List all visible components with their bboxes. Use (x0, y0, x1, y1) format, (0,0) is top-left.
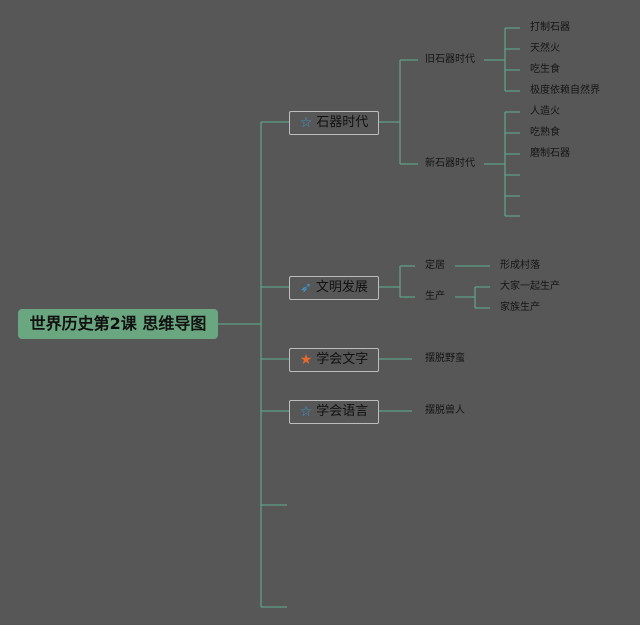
star-outline-icon: ☆ (299, 115, 313, 131)
subtopic-settle[interactable]: 定居 (425, 260, 445, 271)
subtopic-language[interactable]: 摆脱兽人 (425, 405, 465, 416)
leaf-node[interactable]: 吃生食 (530, 64, 560, 75)
topic-writing[interactable]: ★ 学会文字 (289, 348, 379, 372)
topic-label: 学会文字 (316, 352, 369, 367)
subtopic-paleolithic[interactable]: 旧石器时代 (425, 54, 475, 65)
leaf-node[interactable]: 极度依赖自然界 (530, 85, 600, 96)
star-outline-icon: ☆ (299, 404, 313, 420)
subtopic-writing[interactable]: 摆脱野蛮 (425, 353, 465, 364)
leaf-node[interactable]: 打制石器 (530, 22, 570, 33)
subtopic-production[interactable]: 生产 (425, 291, 445, 302)
leaf-node[interactable]: 人造火 (530, 106, 560, 117)
leaf-node[interactable]: 大家一起生产 (500, 281, 560, 292)
leaf-node[interactable]: 磨制石器 (530, 148, 570, 159)
paper-plane-icon: ➶ (300, 280, 312, 296)
leaf-node[interactable]: 天然火 (530, 43, 560, 54)
topic-civilization[interactable]: ➶ 文明发展 (289, 276, 379, 300)
leaf-node[interactable]: 吃熟食 (530, 127, 560, 138)
root-node[interactable]: 世界历史第2课 思维导图 (18, 309, 218, 339)
star-filled-icon: ★ (299, 352, 313, 368)
topic-label: 学会语言 (316, 404, 369, 419)
leaf-node[interactable]: 形成村落 (500, 260, 540, 271)
leaf-node[interactable]: 家族生产 (500, 302, 540, 313)
topic-label: 文明发展 (315, 280, 368, 295)
topic-label: 石器时代 (316, 115, 369, 130)
subtopic-neolithic[interactable]: 新石器时代 (425, 158, 475, 169)
topic-language[interactable]: ☆ 学会语言 (289, 400, 379, 424)
topic-stone-age[interactable]: ☆ 石器时代 (289, 111, 379, 135)
